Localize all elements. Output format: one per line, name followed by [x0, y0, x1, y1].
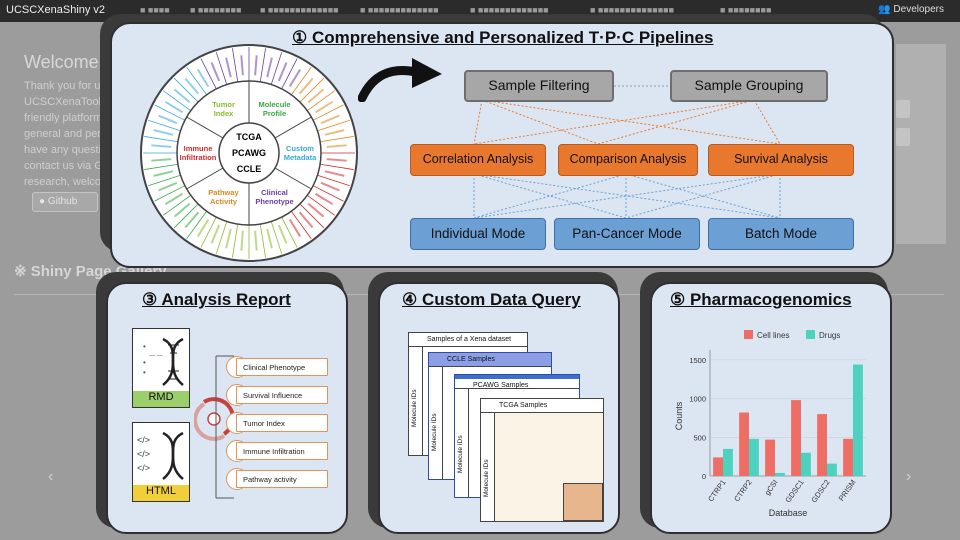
- select-dropdown[interactable]: [896, 100, 910, 118]
- pharmacogenomics-panel: ⑤ Pharmacogenomics Cell lines Drugs 0 500 10…: [650, 282, 892, 534]
- report-item: Clinical Phenotype: [236, 358, 328, 376]
- svg-text:— —: — —: [149, 353, 163, 359]
- welcome-heading: Welcome: [24, 52, 99, 72]
- tcga-sheet: TCGA Samples Molecule IDs: [480, 398, 604, 522]
- nav-item[interactable]: ■ ■■■■: [140, 5, 170, 15]
- carousel-next-icon[interactable]: ›: [906, 468, 912, 485]
- individual-mode-box: Individual Mode: [410, 218, 546, 250]
- comparison-analysis-box: Comparison Analysis: [558, 144, 698, 176]
- bar: [801, 452, 811, 476]
- intro-text: Thank you for us UCSCXenaTools friendly …: [24, 80, 104, 188]
- html-document: </> </> </> HTML: [132, 422, 190, 502]
- panel-title: ⑤ Pharmacogenomics: [670, 290, 852, 309]
- nav-item[interactable]: ■ ■■■■■■■■: [720, 5, 772, 15]
- x-tick-label: GDSC2: [809, 478, 831, 504]
- bar: [739, 412, 749, 476]
- nav-item[interactable]: ■ ■■■■■■■■■■■■■: [470, 5, 549, 15]
- carousel-prev-icon[interactable]: ‹: [48, 468, 54, 485]
- select-dropdown[interactable]: [896, 128, 910, 146]
- panel-title: ③ Analysis Report: [142, 290, 291, 309]
- y-tick-label: 500: [693, 433, 706, 442]
- sample-filtering-box: Sample Filtering: [464, 70, 614, 102]
- center-label: CCLE: [237, 164, 262, 174]
- svg-text:•: •: [143, 342, 146, 351]
- pan-cancer-mode-box: Pan-Cancer Mode: [554, 218, 700, 250]
- report-item: Tumor Index: [236, 414, 328, 432]
- x-tick-label: CTRP2: [732, 478, 753, 503]
- app-brand[interactable]: UCSCXenaShiny v2: [6, 4, 106, 16]
- developers-menu[interactable]: 👥 Developers: [878, 4, 944, 15]
- bar: [853, 364, 863, 476]
- x-tick-label: CTRP1: [706, 478, 727, 503]
- sample-grouping-box: Sample Grouping: [670, 70, 828, 102]
- svg-text:•: •: [143, 358, 146, 367]
- bar: [791, 400, 801, 476]
- bar: [843, 438, 853, 476]
- panel-title: ① Comprehensive and Personalized T·P·C P…: [292, 28, 714, 47]
- y-tick-label: 1500: [689, 356, 706, 365]
- dna-icon: </> </> </>: [137, 431, 184, 480]
- y-tick-label: 0: [702, 472, 706, 481]
- nav-item[interactable]: ■ ■■■■■■■■■■■■■: [360, 5, 439, 15]
- center-label: TCGA: [236, 132, 262, 142]
- svg-text:</>: </>: [137, 435, 150, 445]
- nav-item[interactable]: ■ ■■■■■■■■■■■■■: [260, 5, 339, 15]
- svg-text:</>: </>: [137, 463, 150, 473]
- x-tick-label: GDSC1: [783, 478, 805, 504]
- flow-lines: [473, 85, 781, 219]
- bar: [713, 457, 723, 476]
- legend-swatch: [806, 330, 815, 339]
- legend-label: Cell lines: [757, 331, 789, 340]
- pipelines-panel: ① Comprehensive and Personalized T·P·C P…: [110, 22, 894, 268]
- y-axis-label: Counts: [674, 401, 684, 430]
- github-button[interactable]: ● Github: [32, 192, 98, 212]
- survival-analysis-box: Survival Analysis: [708, 144, 854, 176]
- center-label: PCAWG: [232, 148, 266, 158]
- custom-data-query-panel: ④ Custom Data Query Samples of a Xena da…: [378, 282, 620, 534]
- svg-text:</>: </>: [137, 449, 150, 459]
- panel-title: ④ Custom Data Query: [402, 290, 581, 309]
- batch-mode-box: Batch Mode: [708, 218, 854, 250]
- nav-item[interactable]: ■ ■■■■■■■■■■■■■■: [590, 5, 675, 15]
- legend-label: Drugs: [819, 331, 840, 340]
- svg-text:•: •: [143, 368, 146, 377]
- bracket-lines: [215, 355, 234, 499]
- nav-item[interactable]: ■ ■■■■■■■■: [190, 5, 242, 15]
- x-axis-label: Database: [769, 508, 808, 518]
- rmd-document: • — — • • RMD: [132, 328, 190, 408]
- correlation-analysis-box: Correlation Analysis: [410, 144, 546, 176]
- x-tick-label: PRISM: [837, 478, 858, 503]
- github-icon: ●: [39, 196, 46, 207]
- bar: [817, 414, 827, 476]
- legend-swatch: [744, 330, 753, 339]
- bar: [723, 448, 733, 476]
- report-item: Immune Infiltration: [236, 442, 328, 460]
- bar: [749, 438, 759, 476]
- bar: [775, 472, 785, 476]
- query-selection: [563, 483, 603, 521]
- report-item: Survival Influence: [236, 386, 328, 404]
- analysis-report-panel: ③ Analysis Report • — — • • RMD </> </> …: [106, 282, 348, 534]
- x-tick-label: gCSI: [763, 478, 780, 497]
- bar: [827, 463, 837, 476]
- curved-arrow-icon: [358, 58, 442, 102]
- rmd-label: RMD: [133, 391, 189, 407]
- y-tick-label: 1000: [689, 395, 706, 404]
- bar: [765, 439, 775, 476]
- html-label: HTML: [133, 485, 189, 501]
- report-item: Pathway activity: [236, 470, 328, 488]
- dna-icon: • — — • •: [143, 337, 184, 386]
